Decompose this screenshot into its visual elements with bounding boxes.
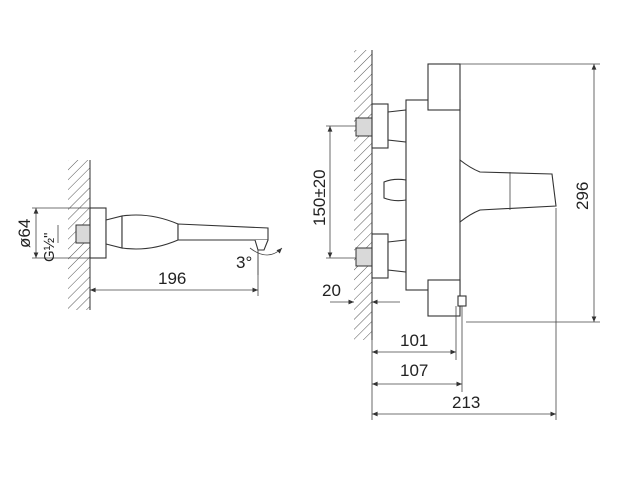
top-handle [427,63,461,111]
dim-offset-label: 20 [322,281,341,300]
mixer-body [121,214,179,250]
side-view: ø64 G½" 196 3° [15,160,283,310]
spout-tip [254,239,269,251]
bottom-nut [387,239,407,273]
dim-d2-label: 107 [400,361,428,380]
main-body [405,99,461,291]
dim-diameter-label: ø64 [15,219,34,248]
top-nut [387,109,407,143]
dim-d3-label: 213 [452,393,480,412]
top-rosette [371,103,389,149]
diverter [457,295,467,307]
connector [105,215,123,249]
spout-front [459,158,557,224]
wall-hatch-right [354,50,372,340]
bottom-rosette [371,233,389,279]
middle-knob [383,178,407,202]
rosette [89,207,107,259]
dim-length-label: 196 [158,269,186,288]
bottom-handle [427,279,461,317]
front-view: 150±20 296 20 101 107 213 [310,50,600,420]
dim-thread-label: G½" [41,232,58,262]
dim-d1-label: 101 [400,331,428,350]
angle-arc [249,247,283,256]
dim-angle-label: 3° [236,253,252,272]
top-thread [355,117,373,137]
dim-height-label: 296 [573,182,592,210]
dim-spacing-label: 150±20 [310,169,329,226]
thread-stub [75,224,91,244]
spout-side [177,223,269,241]
bottom-thread [355,247,373,267]
